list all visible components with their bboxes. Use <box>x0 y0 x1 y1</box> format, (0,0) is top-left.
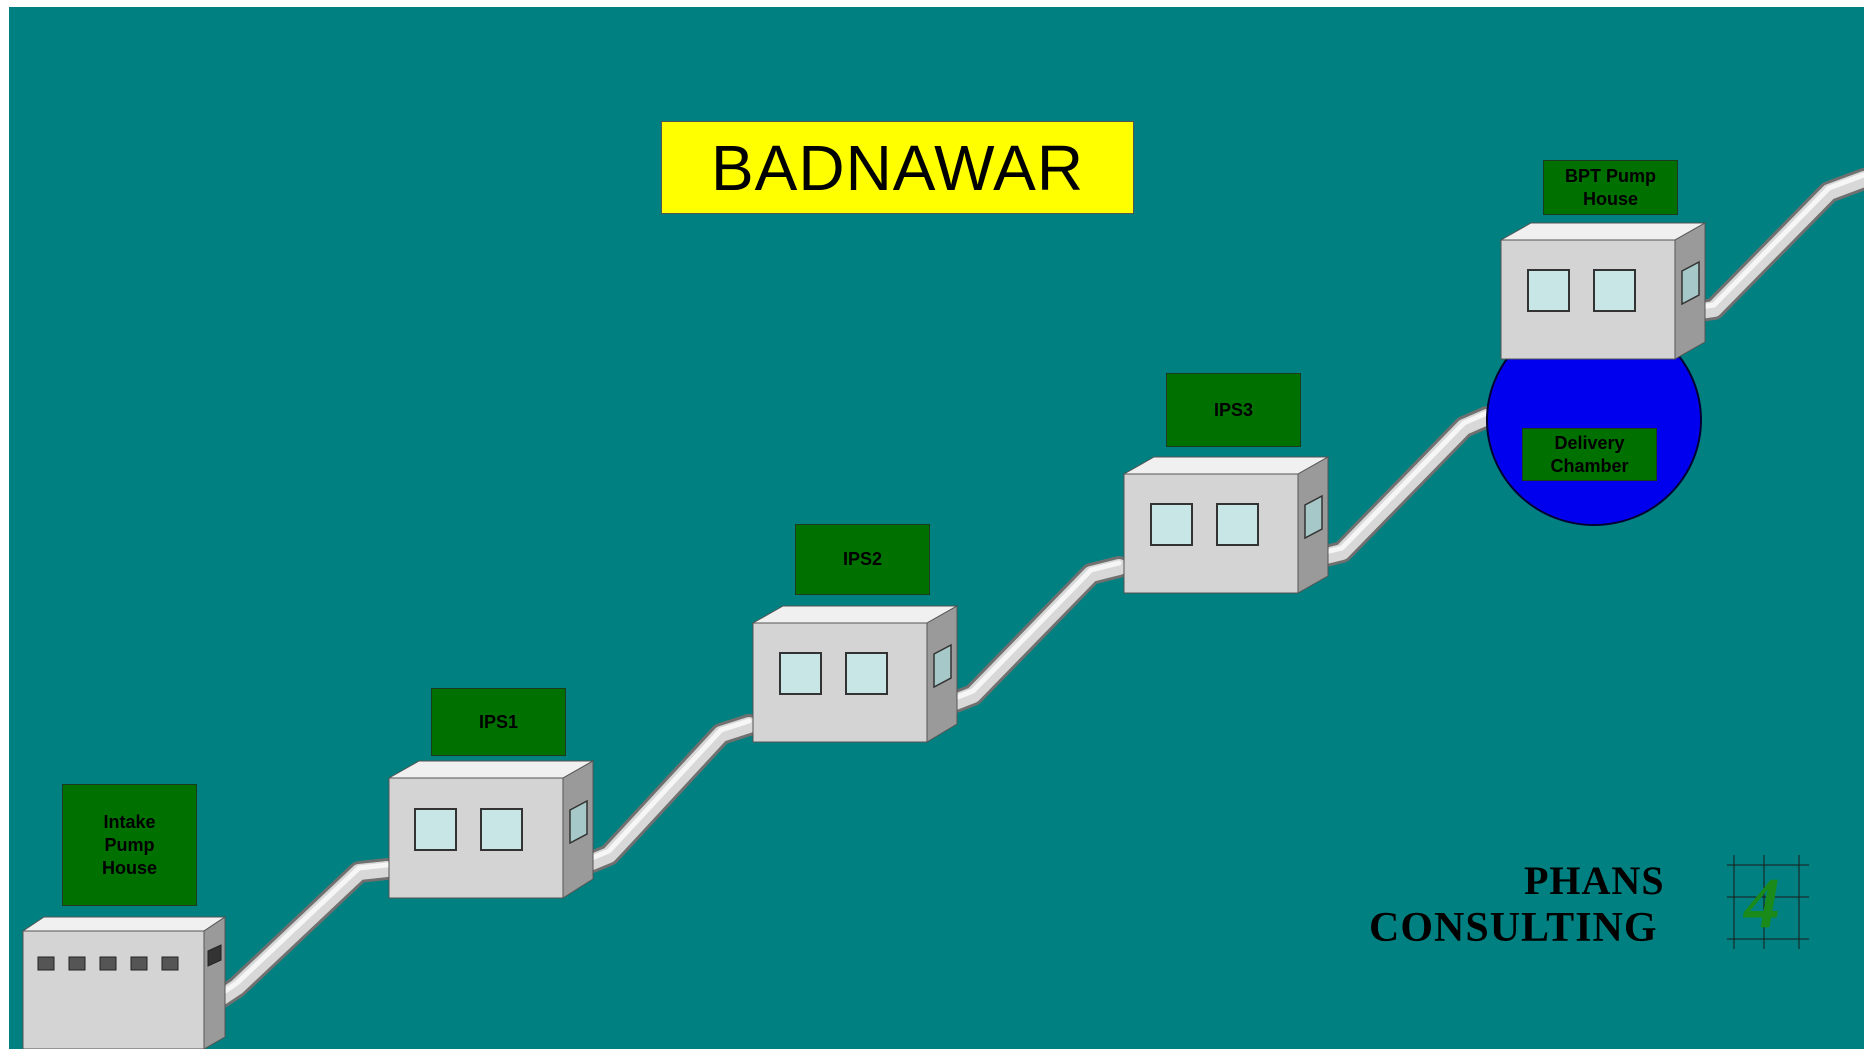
logo-mark: 4 <box>1744 863 1781 943</box>
intake-pump-house-building[interactable] <box>21 916 227 1049</box>
bpt-pump-house-label[interactable]: BPT Pump House <box>1543 160 1678 215</box>
logo-text-line2: CONSULTING <box>1369 905 1658 951</box>
logo-text-line1: PHANS <box>1524 858 1665 903</box>
ips1-label[interactable]: IPS1 <box>431 688 566 756</box>
scada-canvas: BADNAWAR Intake Pump House IPS1 IPS2 IPS… <box>9 7 1864 1049</box>
phans-consulting-logo: PHANS CONSULTING 4 <box>1369 847 1829 957</box>
page-title: BADNAWAR <box>661 121 1134 214</box>
ips1-building[interactable] <box>387 760 595 899</box>
ips3-label[interactable]: IPS3 <box>1166 373 1301 447</box>
bpt-pump-house-building[interactable] <box>1499 222 1707 360</box>
ips3-building[interactable] <box>1122 456 1330 594</box>
ips2-building[interactable] <box>751 605 959 743</box>
delivery-chamber-label[interactable]: Delivery Chamber <box>1522 428 1657 481</box>
intake-pump-house-label[interactable]: Intake Pump House <box>62 784 197 906</box>
ips2-label[interactable]: IPS2 <box>795 524 930 595</box>
logo-grid-icon <box>1727 855 1809 949</box>
